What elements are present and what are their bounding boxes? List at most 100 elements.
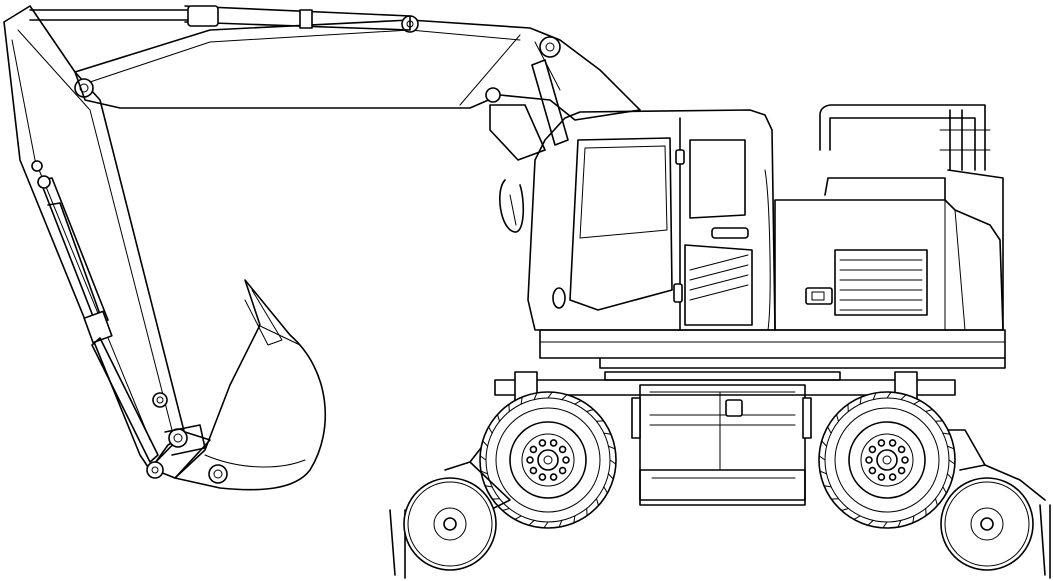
wheel-nut [562, 456, 570, 464]
tread-block [543, 521, 549, 529]
tread-block [607, 445, 616, 450]
tread-block [836, 414, 839, 422]
tread-block [482, 440, 489, 447]
cab-side-window-lower [684, 244, 753, 326]
tread-block [488, 426, 493, 434]
tread-block [573, 515, 576, 524]
tread-block [520, 396, 523, 405]
arm-cylinder [29, 5, 411, 31]
tread-block [942, 486, 947, 494]
toolbox-lock [725, 399, 743, 417]
tread-block [925, 409, 933, 412]
tread-block [480, 470, 489, 475]
wheel-nut [538, 473, 547, 481]
tread-block [867, 519, 874, 526]
tread-block [533, 392, 538, 401]
wheel-nut [868, 466, 877, 475]
tread-block [946, 445, 955, 450]
front-tire-tread [479, 391, 617, 529]
bucket-linkage [146, 424, 211, 479]
wheel-nut [897, 445, 906, 454]
rear-tire-tread [818, 391, 956, 529]
bucket-cylinder [37, 175, 159, 463]
tread-block [497, 414, 500, 422]
upper-deck [539, 329, 1006, 381]
linkage-pin-lower [146, 461, 164, 479]
tread-block [821, 440, 828, 447]
tread-block [586, 409, 594, 412]
front-rail-wheel-assembly [389, 461, 511, 579]
wheel-nut [877, 473, 886, 481]
tread-block [823, 485, 832, 488]
tread-block [827, 426, 832, 434]
wheel-nut [526, 456, 534, 464]
tread-block [561, 394, 568, 401]
excavator-arm [3, 5, 186, 471]
boom-top-pin [539, 36, 561, 58]
tread-block [603, 486, 608, 494]
tread-block [574, 400, 582, 405]
tread-block [502, 508, 510, 511]
front-wheel-nuts [526, 439, 570, 481]
tread-block [935, 498, 938, 506]
wheel-nut [549, 473, 558, 481]
tread-block [913, 400, 921, 405]
tread-block [948, 459, 956, 465]
rear-wheel-nuts [865, 439, 909, 481]
tread-block [841, 508, 849, 511]
tread-block [479, 455, 487, 461]
tread-block [603, 432, 612, 435]
wheel-nut [868, 445, 877, 454]
tread-block [900, 394, 907, 401]
central-frame [639, 384, 806, 501]
wheel-nut [558, 445, 567, 454]
handrail [819, 104, 991, 171]
wheel-nut [897, 466, 906, 475]
wheel-nut [558, 466, 567, 475]
wheel-nut [888, 473, 897, 481]
rear-hub [876, 449, 898, 471]
tread-block [484, 485, 493, 488]
tread-block [528, 519, 535, 526]
toolbox [639, 469, 806, 506]
tread-block [558, 519, 563, 528]
tread-block [853, 515, 861, 520]
wheel-nut [529, 445, 538, 454]
boom-cylinder [489, 59, 569, 233]
wheel-nut [877, 439, 886, 447]
tread-block [607, 473, 614, 480]
tread-block [859, 396, 862, 405]
tread-block [596, 498, 599, 506]
engine-housing [774, 169, 1004, 331]
tread-block [912, 515, 915, 524]
linkage-pin-upper [168, 428, 188, 448]
wheel-nut [865, 456, 873, 464]
wheel-nut [549, 439, 558, 447]
tread-block [882, 521, 888, 529]
excavator-boom [74, 15, 641, 121]
wheel-nut [888, 439, 897, 447]
rear-road-wheel [818, 391, 956, 529]
tread-block [547, 391, 553, 399]
tread-block [514, 515, 522, 520]
rear-rail-wheel-assembly [940, 464, 1051, 579]
front-road-wheel [479, 391, 617, 529]
tread-block [886, 391, 892, 399]
cab-front-window [569, 137, 673, 311]
arm-cylinder-gland [187, 5, 219, 27]
wheel-nut [901, 456, 909, 464]
engine-grille [834, 249, 928, 316]
arm-link-pin [152, 392, 168, 408]
wheel-nut [538, 439, 547, 447]
excavator-bucket [174, 279, 327, 491]
arm-pin [31, 160, 43, 172]
tread-block [872, 392, 877, 401]
wheel-nut [529, 466, 538, 475]
tread-block [946, 473, 953, 480]
tread-block [897, 519, 902, 528]
operator-cab [527, 109, 776, 331]
tread-block [818, 455, 826, 461]
tread-block [819, 470, 828, 475]
